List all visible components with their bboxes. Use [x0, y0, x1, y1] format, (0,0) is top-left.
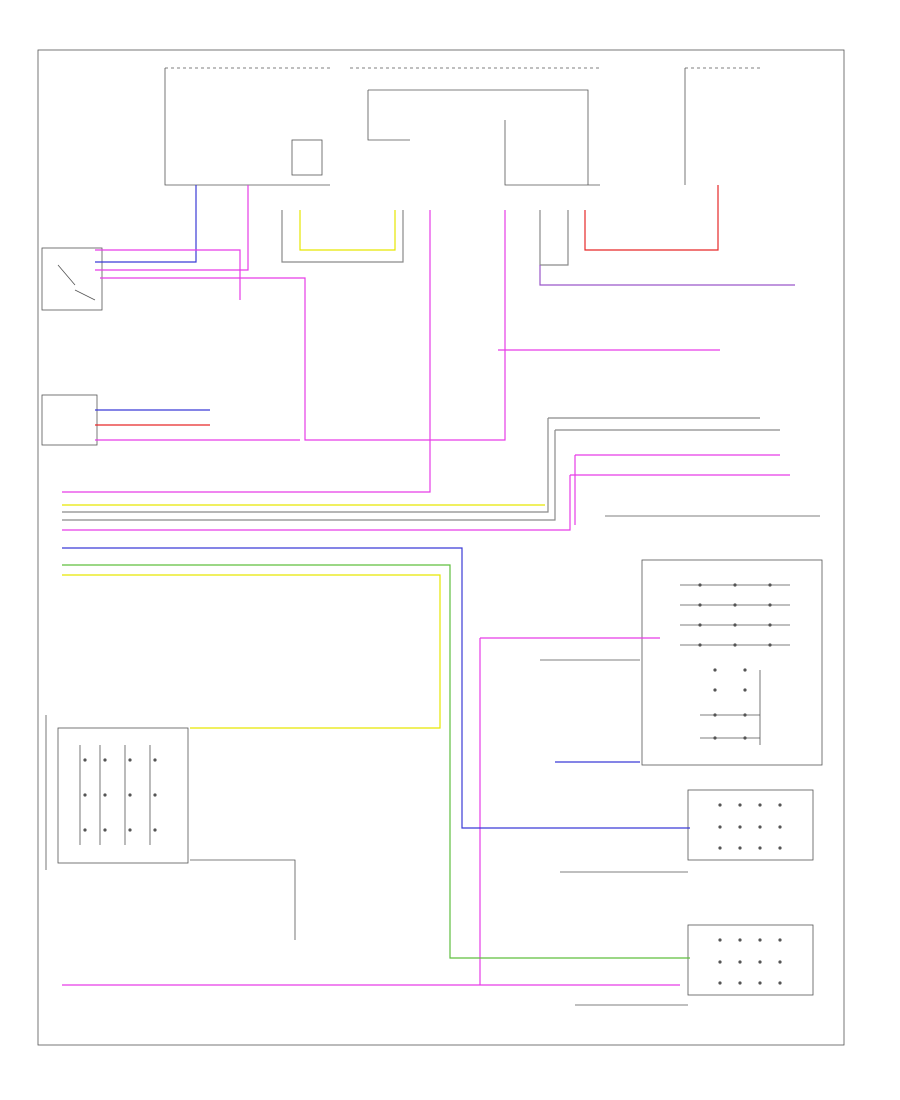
wire-black-lower — [190, 859, 296, 940]
diagram-frame — [37, 49, 845, 1046]
module-pins-lower-left — [83, 758, 157, 832]
wire-gray-h — [548, 417, 780, 431]
module-grid-lines-right — [680, 584, 790, 745]
wire-gray-down — [62, 418, 556, 521]
wire-pink-switch — [100, 210, 506, 441]
wire-red-right — [584, 185, 719, 251]
module-box-lower-left — [57, 727, 189, 864]
wire-pink-top-a — [95, 185, 249, 271]
relay-box — [504, 120, 600, 186]
module-box-center — [291, 139, 323, 176]
module-box-right-a — [687, 789, 814, 861]
wire-blue-top — [95, 185, 197, 263]
module-pins-right-b — [718, 938, 782, 985]
connector-left-mid — [41, 394, 98, 446]
wire-violet — [539, 265, 795, 286]
top-fuse-box-left — [164, 67, 330, 186]
module-grid-lines-lower-left — [79, 745, 151, 845]
module-pins-right-a — [718, 803, 782, 850]
wire-pink-right-1 — [62, 210, 431, 493]
switch-contacts — [57, 264, 96, 301]
module-pins-right — [698, 583, 772, 740]
module-box-right-b — [687, 924, 814, 996]
wire-gray-right — [539, 210, 569, 266]
top-fuse-box-right — [350, 67, 760, 185]
wire-yellow-lower — [62, 574, 441, 729]
light-switch-left — [41, 247, 103, 311]
wire-blue-lower — [62, 547, 690, 829]
wire-gray-top — [281, 210, 404, 263]
switch-loop — [367, 89, 589, 185]
wire-pink-down — [62, 475, 571, 531]
wire-green — [62, 564, 690, 959]
wire-yellow-top — [299, 210, 396, 251]
module-box-right — [641, 559, 823, 766]
wire-pink-left-loop — [95, 249, 241, 300]
